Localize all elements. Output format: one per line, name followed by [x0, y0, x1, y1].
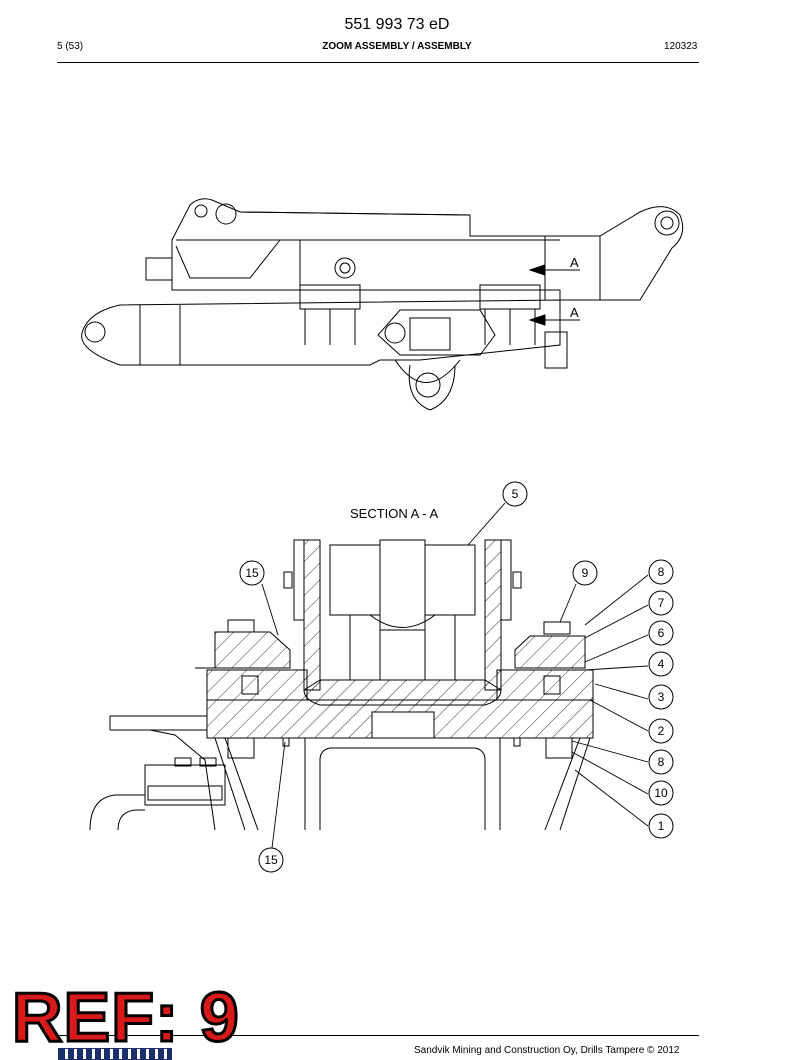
ref-stamp: REF: 9 — [11, 978, 241, 1056]
callout-leaders — [261, 502, 649, 849]
callout-15-top: 15 — [245, 566, 259, 580]
document-number: 551 993 73 eD — [344, 16, 450, 33]
date-code: 120323 — [664, 41, 698, 52]
section-title: SECTION A - A — [350, 506, 438, 521]
section-view — [89, 539, 594, 831]
callout-10: 10 — [654, 786, 668, 800]
footer-copyright: Sandvik Mining and Construction Oy, Dril… — [414, 1045, 680, 1056]
footer-rule — [57, 1035, 699, 1036]
callout-2: 2 — [658, 724, 665, 738]
callout-7: 7 — [658, 596, 665, 610]
section-marker-top: A — [570, 255, 579, 270]
section-marker-bottom: A — [570, 305, 579, 320]
callout-9: 9 — [582, 566, 589, 580]
callout-5: 5 — [512, 487, 519, 501]
callout-4: 4 — [658, 657, 665, 671]
callout-8-top: 8 — [658, 565, 665, 579]
boom-side-view — [81, 198, 684, 411]
page-title: ZOOM ASSEMBLY / ASSEMBLY — [322, 41, 472, 52]
callout-bubbles — [239, 481, 674, 873]
callout-15-bottom: 15 — [264, 853, 278, 867]
callout-1: 1 — [658, 819, 665, 833]
page-number: 5 (53) — [57, 41, 84, 52]
callout-6: 6 — [658, 626, 665, 640]
header-rule — [57, 62, 699, 63]
callout-3: 3 — [658, 690, 665, 704]
callout-8-bottom: 8 — [658, 755, 665, 769]
